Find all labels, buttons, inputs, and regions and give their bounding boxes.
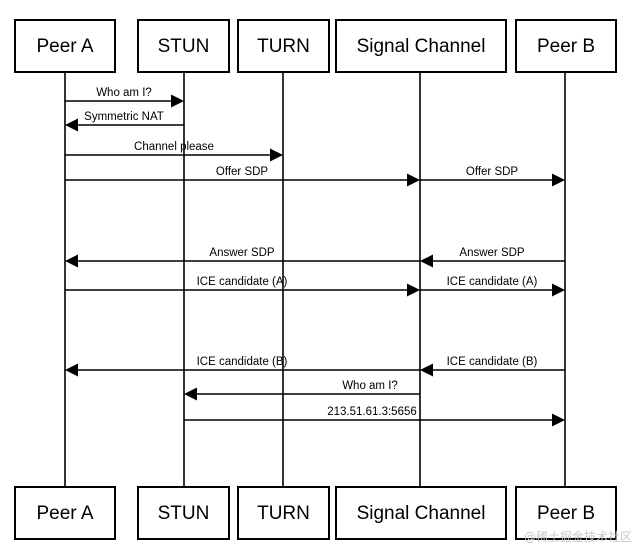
- message-m4: Offer SDP: [65, 166, 420, 187]
- message-m10: ICE candidate (B): [65, 356, 420, 377]
- message-label-m7: Answer SDP: [459, 247, 525, 259]
- message-label-m1: Who am I?: [96, 87, 152, 99]
- message-m5: Offer SDP: [420, 166, 565, 187]
- arrow-head-m11-left: [420, 363, 433, 377]
- message-label-m5: Offer SDP: [466, 166, 519, 178]
- message-m8: ICE candidate (A): [65, 276, 420, 297]
- message-label-m2: Symmetric NAT: [84, 111, 164, 123]
- actor-box-stun-bottom: [137, 486, 230, 540]
- actor-label-stun-top: STUN: [158, 36, 210, 57]
- arrow-head-m5-right: [552, 173, 565, 187]
- lifelines-layer: [64, 72, 566, 487]
- actor-turn-bottom[interactable]: TURN: [237, 486, 330, 540]
- message-label-m10: ICE candidate (B): [197, 356, 288, 368]
- actor-box-turn-bottom: [237, 486, 330, 540]
- arrow-head-m3-right: [270, 148, 283, 162]
- actor-stun-top[interactable]: STUN: [137, 19, 230, 73]
- actor-signal-channel-bottom[interactable]: Signal Channel: [335, 486, 507, 540]
- arrow-head-m2-left: [65, 118, 78, 132]
- actor-peer-a-bottom[interactable]: Peer A: [14, 486, 116, 540]
- message-label-m11: ICE candidate (B): [447, 356, 538, 368]
- actor-peer-b-bottom[interactable]: Peer B: [515, 486, 617, 540]
- message-m1: Who am I?: [65, 87, 184, 108]
- actor-label-peer-b-bottom: Peer B: [537, 503, 595, 524]
- arrow-head-m7-left: [420, 254, 433, 268]
- arrow-head-m13-right: [552, 413, 565, 427]
- actor-label-turn-bottom: TURN: [257, 503, 310, 524]
- actor-box-peer-b-top: [515, 19, 617, 73]
- message-label-m12: Who am I?: [342, 380, 398, 392]
- messages-layer: Who am I? Symmetric NAT Channel pleaseOffe…: [65, 87, 565, 427]
- message-label-m3: Channel please: [134, 141, 214, 153]
- actor-box-peer-a-bottom: [14, 486, 116, 540]
- message-m7: Answer SDP: [420, 247, 565, 268]
- message-m6: Answer SDP: [65, 247, 420, 268]
- arrow-head-m1-right: [171, 94, 184, 108]
- actor-label-signal-channel-bottom: Signal Channel: [357, 503, 486, 524]
- message-label-m4: Offer SDP: [216, 166, 269, 178]
- actor-box-signal-channel-bottom: [335, 486, 507, 540]
- message-m9: ICE candidate (A): [420, 276, 565, 297]
- actor-label-turn-top: TURN: [257, 36, 310, 57]
- message-label-m8: ICE candidate (A): [197, 276, 288, 288]
- actor-box-signal-channel-top: [335, 19, 507, 73]
- message-m3: Channel please: [65, 141, 283, 162]
- actor-label-signal-channel-top: Signal Channel: [357, 36, 486, 57]
- actor-label-peer-b-top: Peer B: [537, 36, 595, 57]
- arrow-head-m12-left: [184, 387, 197, 401]
- arrow-head-m9-right: [552, 283, 565, 297]
- message-label-m9: ICE candidate (A): [447, 276, 538, 288]
- message-label-m6: Answer SDP: [209, 247, 275, 259]
- watermark: @稀土掘金技术社区: [524, 529, 632, 544]
- actor-boxes-top: Peer A STUN TURN Signal Channel Peer B: [14, 19, 617, 73]
- message-m11: ICE candidate (B): [420, 356, 565, 377]
- message-label-m13: 213.51.61.3:5656: [327, 406, 417, 418]
- actor-signal-channel-top[interactable]: Signal Channel: [335, 19, 507, 73]
- actor-peer-b-top[interactable]: Peer B: [515, 19, 617, 73]
- actor-box-turn-top: [237, 19, 330, 73]
- message-m12: Who am I?: [184, 380, 420, 401]
- arrow-head-m6-left: [65, 254, 78, 268]
- actor-stun-bottom[interactable]: STUN: [137, 486, 230, 540]
- actor-label-peer-a-top: Peer A: [36, 36, 93, 57]
- arrow-head-m10-left: [65, 363, 78, 377]
- actor-turn-top[interactable]: TURN: [237, 19, 330, 73]
- arrow-head-m4-right: [407, 173, 420, 187]
- actor-box-stun-top: [137, 19, 230, 73]
- actor-box-peer-b-bottom: [515, 486, 617, 540]
- actor-peer-a-top[interactable]: Peer A: [14, 19, 116, 73]
- actor-box-peer-a-top: [14, 19, 116, 73]
- actor-label-peer-a-bottom: Peer A: [36, 503, 93, 524]
- actor-boxes-bottom: Peer A STUN TURN Signal Channel Peer B: [14, 486, 617, 540]
- actor-label-stun-bottom: STUN: [158, 503, 210, 524]
- message-m2: Symmetric NAT: [65, 111, 184, 132]
- arrow-head-m8-right: [407, 283, 420, 297]
- message-m13: 213.51.61.3:5656: [184, 406, 565, 427]
